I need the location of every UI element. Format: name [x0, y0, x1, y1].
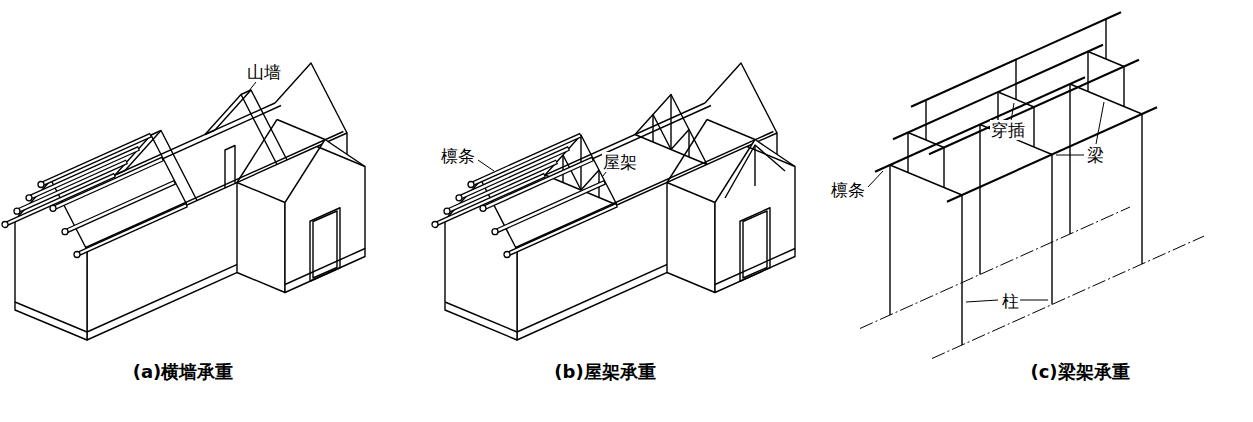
- leader-lines: [248, 82, 1104, 302]
- figure-caption: (b)屋架承重: [553, 362, 656, 382]
- truss-house: [432, 63, 795, 340]
- part-label: 山墙: [246, 62, 282, 82]
- part-label: 柱: [1001, 291, 1020, 311]
- part-label: 檩条: [440, 146, 476, 166]
- figure-caption: (a)横墙承重: [132, 362, 235, 382]
- part-label: 屋架: [602, 152, 638, 172]
- cross-wall-house: [2, 63, 365, 340]
- figure-caption: (c)梁架承重: [1029, 362, 1130, 382]
- part-label: 穿插: [990, 120, 1026, 140]
- part-label: 梁: [1086, 145, 1105, 165]
- beam-frame: [860, 12, 1204, 358]
- part-label: 檩条: [830, 180, 866, 200]
